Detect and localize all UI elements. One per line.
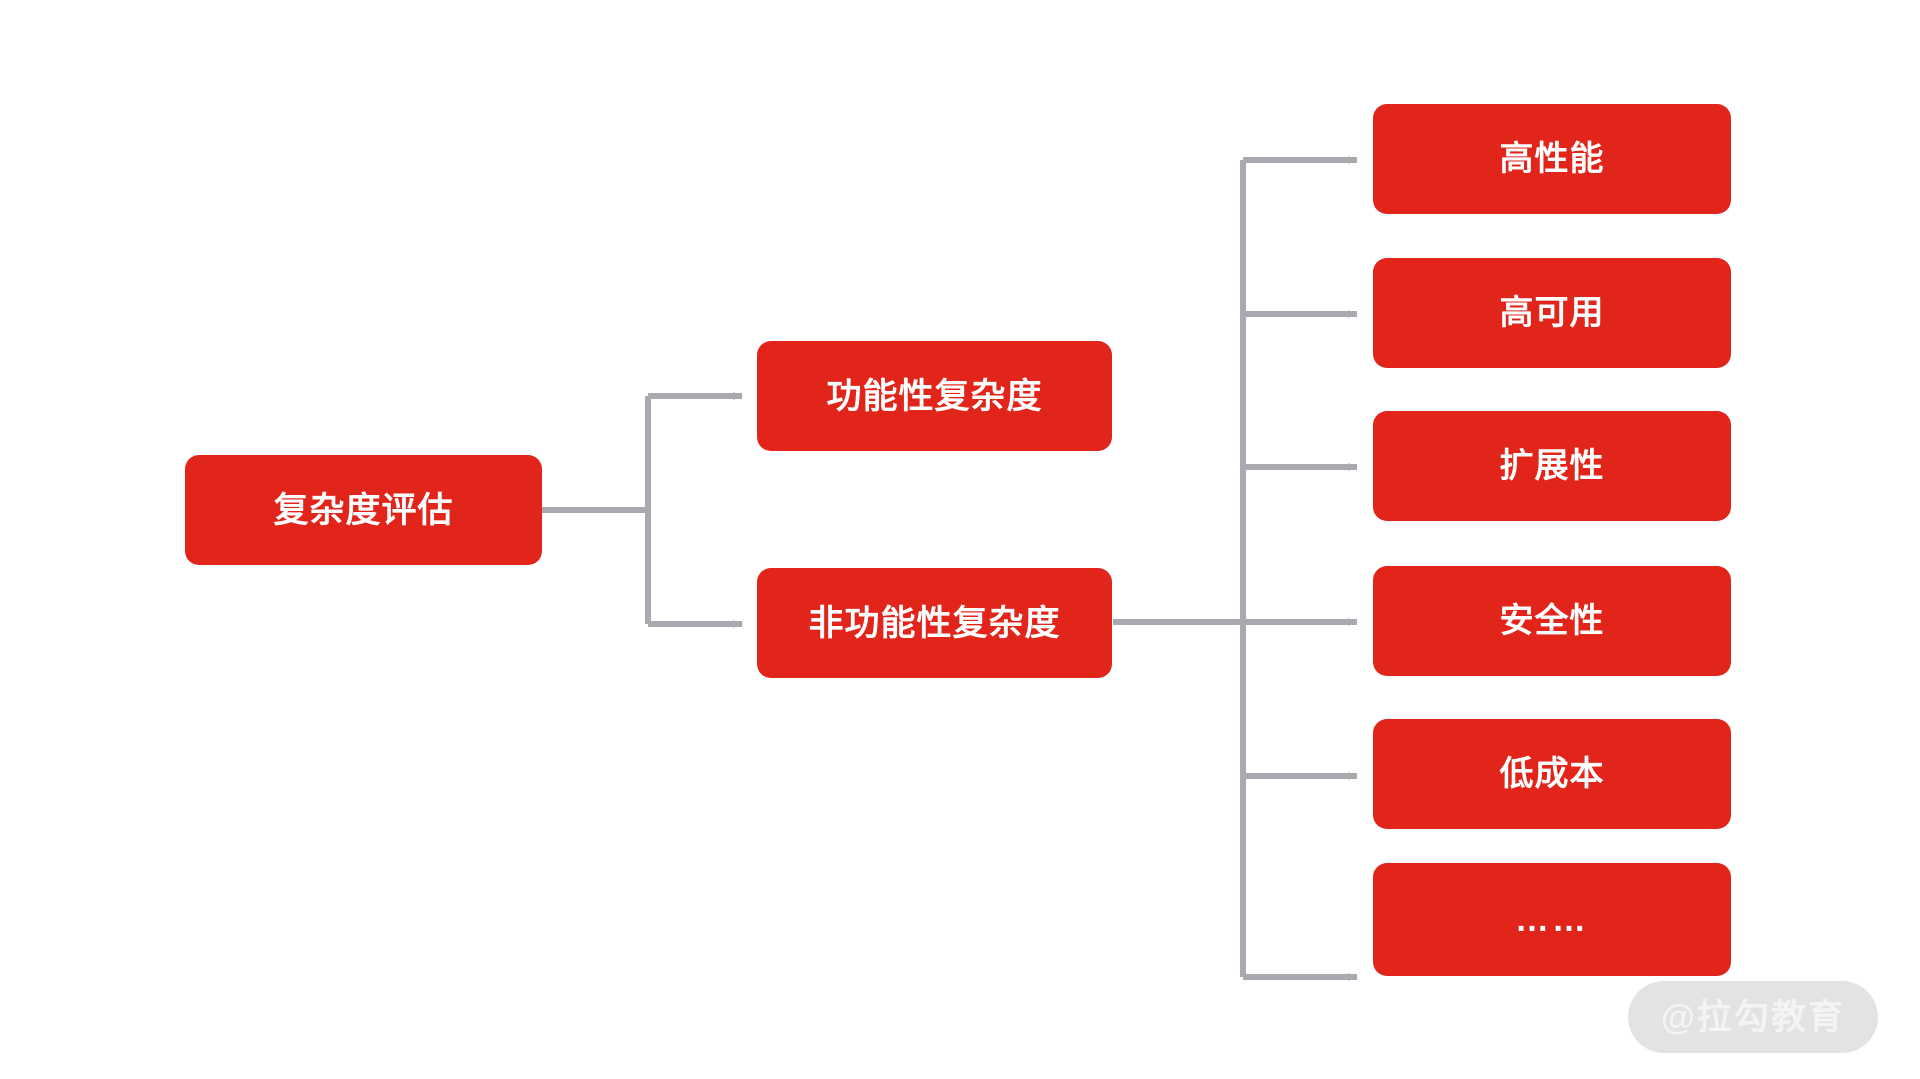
node-nonfunctional-complexity-label: 非功能性复杂度 [808, 603, 1061, 643]
node-nonfunctional-complexity[interactable]: 非功能性复杂度 [757, 568, 1112, 678]
node-high-performance[interactable]: 高性能 [1373, 104, 1731, 214]
node-high-availability[interactable]: 高可用 [1373, 258, 1731, 368]
node-functional-complexity[interactable]: 功能性复杂度 [757, 341, 1112, 451]
node-more-ellipsis[interactable]: …… [1373, 863, 1731, 976]
node-high-performance-label: 高性能 [1499, 140, 1605, 178]
node-scalability-label: 扩展性 [1499, 447, 1605, 485]
node-security-label: 安全性 [1499, 602, 1605, 640]
node-root[interactable]: 复杂度评估 [185, 455, 542, 565]
node-more-ellipsis-label: …… [1515, 900, 1589, 939]
node-low-cost[interactable]: 低成本 [1373, 719, 1731, 829]
node-root-label: 复杂度评估 [273, 490, 454, 530]
node-low-cost-label: 低成本 [1499, 755, 1605, 793]
node-security[interactable]: 安全性 [1373, 566, 1731, 676]
node-scalability[interactable]: 扩展性 [1373, 411, 1731, 521]
watermark-badge: @拉勾教育 [1628, 981, 1878, 1053]
watermark-text: @拉勾教育 [1660, 997, 1846, 1037]
node-high-availability-label: 高可用 [1499, 294, 1605, 332]
node-functional-complexity-label: 功能性复杂度 [826, 376, 1043, 416]
